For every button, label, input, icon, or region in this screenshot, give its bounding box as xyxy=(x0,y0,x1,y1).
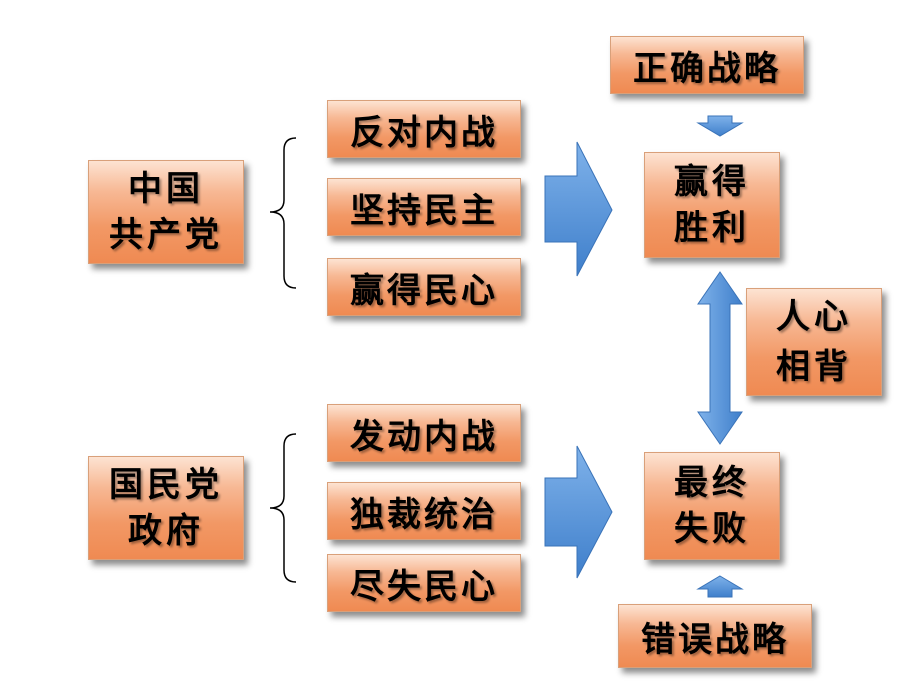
win-result-box: 赢得 胜利 xyxy=(644,152,780,258)
top-reason-1: 反对内战 xyxy=(327,100,521,158)
bottom-reason-3: 尽失民心 xyxy=(327,554,521,612)
wrong-strategy-box: 错误战略 xyxy=(618,604,812,668)
top-bracket xyxy=(269,137,297,289)
down-arrow-icon xyxy=(696,115,744,137)
up-arrow-icon xyxy=(696,575,744,598)
bottom-bracket xyxy=(269,433,297,583)
top-reason-2: 坚持民主 xyxy=(327,178,521,236)
top-reason-3: 赢得民心 xyxy=(327,258,521,316)
top-party-box: 中国 共产党 xyxy=(88,160,244,264)
bottom-party-line1: 国民党 xyxy=(109,465,223,505)
bottom-right-arrow-icon xyxy=(544,445,613,579)
bottom-reason-1: 发动内战 xyxy=(327,404,521,462)
fail-result-box: 最终 失败 xyxy=(644,452,780,560)
correct-strategy-box: 正确战略 xyxy=(610,36,804,94)
bottom-reason-2: 独裁统治 xyxy=(327,482,521,540)
vertical-double-arrow-icon xyxy=(697,271,743,445)
top-right-arrow-icon xyxy=(544,141,613,277)
hearts-label-box: 人心 相背 xyxy=(746,288,882,396)
bottom-party-line2: 政府 xyxy=(128,511,204,551)
top-party-line1: 中国 xyxy=(128,169,204,209)
bottom-party-box: 国民党 政府 xyxy=(88,456,244,560)
top-party-line2: 共产党 xyxy=(109,215,223,255)
